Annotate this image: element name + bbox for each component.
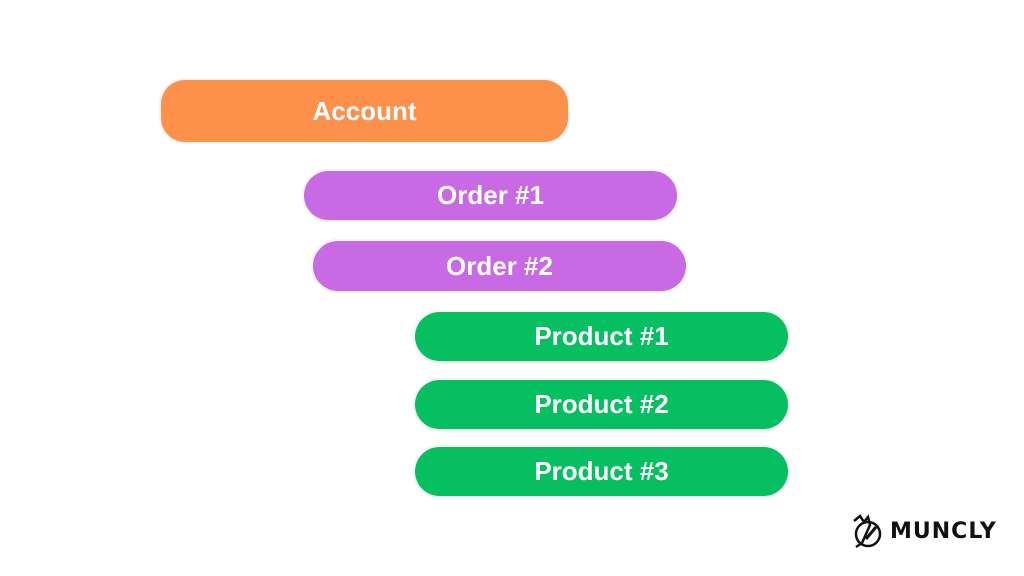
- order-node-1: Order #1: [304, 171, 677, 220]
- product-node-1: Product #1: [415, 312, 788, 361]
- muncly-logo: MUNCLY: [848, 513, 997, 549]
- order-node-2: Order #2: [313, 241, 686, 291]
- account-node: Account: [161, 80, 568, 142]
- product-node-2: Product #2: [415, 380, 788, 429]
- mascot-logo-icon: [853, 514, 882, 549]
- product-node-3: Product #3: [415, 447, 788, 496]
- logo-text: MUNCLY: [890, 518, 997, 544]
